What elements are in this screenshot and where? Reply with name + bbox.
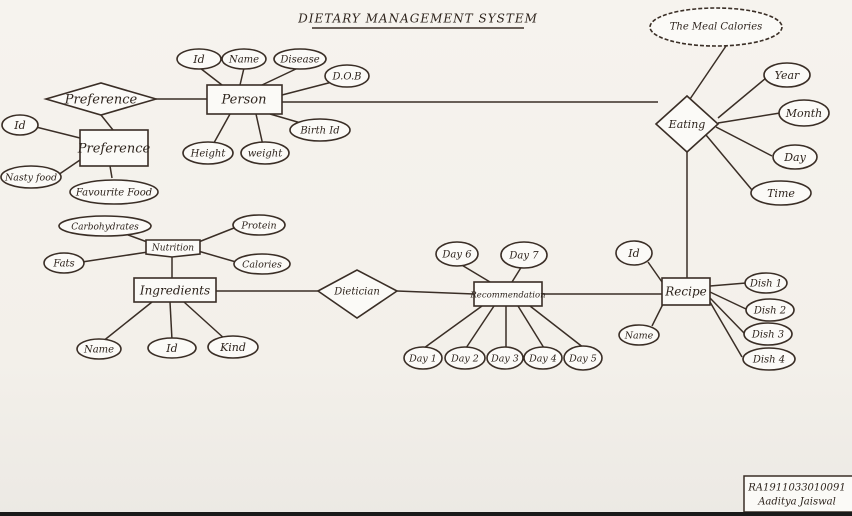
attr-rec-day3[interactable]: Day 3 bbox=[486, 346, 524, 370]
attr-eat-month[interactable]: Month bbox=[778, 99, 830, 127]
attr-recipe-dish2-label: Dish 2 bbox=[753, 306, 786, 317]
attr-person-id[interactable]: Id bbox=[176, 48, 222, 70]
relationship-nutrition-label: Nutrition bbox=[151, 244, 194, 254]
attr-recipe-name[interactable]: Name bbox=[618, 324, 660, 346]
relationship-dietician[interactable]: Dietician bbox=[316, 269, 399, 319]
attr-rec-day5[interactable]: Day 5 bbox=[563, 345, 603, 371]
attr-pref-favourite-food-label: Favourite Food bbox=[75, 188, 152, 199]
signature-roll-number: RA1911033010091 bbox=[747, 483, 845, 494]
attr-recipe-dish3-label: Dish 3 bbox=[751, 330, 784, 341]
attr-ing-kind[interactable]: Kind bbox=[207, 335, 259, 359]
attr-nut-carbohydrates-label: Carbohydrates bbox=[71, 223, 139, 233]
attr-recipe-id[interactable]: Id bbox=[615, 240, 653, 266]
attr-person-disease-label: Disease bbox=[279, 55, 319, 66]
attr-nut-protein[interactable]: Protein bbox=[232, 214, 286, 236]
relationship-preference-label: Preference bbox=[64, 93, 138, 108]
attr-person-weight[interactable]: weight bbox=[240, 141, 290, 165]
attr-ing-kind-label: Kind bbox=[219, 341, 246, 354]
entity-preference-label: Preference bbox=[77, 142, 151, 157]
attr-nut-carbohydrates[interactable]: Carbohydrates bbox=[58, 215, 152, 237]
attr-nut-fats-label: Fats bbox=[52, 259, 74, 270]
entity-recommendation-label: Recommendation bbox=[469, 291, 545, 301]
attr-person-birth-id-label: Birth Id bbox=[299, 126, 339, 137]
entity-preference[interactable]: Preference bbox=[77, 129, 151, 167]
attr-eat-month-label: Month bbox=[785, 107, 822, 120]
entity-recipe[interactable]: Recipe bbox=[661, 277, 711, 306]
attr-recipe-name-label: Name bbox=[624, 331, 654, 342]
attr-rec-day6-label: Day 6 bbox=[441, 250, 472, 261]
entity-recommendation[interactable]: Recommendation bbox=[469, 281, 546, 307]
diagram-title: DIETARY MANAGEMENT SYSTEM bbox=[297, 12, 538, 26]
attr-pref-favourite-food[interactable]: Favourite Food bbox=[69, 179, 159, 205]
entity-ingredients-label: Ingredients bbox=[139, 284, 210, 298]
signature-box: RA1911033010091 Aaditya Jaiswal bbox=[743, 475, 852, 513]
attr-pref-id-label: Id bbox=[13, 119, 25, 132]
attr-eat-day[interactable]: Day bbox=[772, 144, 818, 170]
entity-person[interactable]: Person bbox=[206, 84, 283, 115]
attr-recipe-dish2[interactable]: Dish 2 bbox=[745, 298, 795, 322]
attr-recipe-id-label: Id bbox=[627, 247, 639, 260]
attr-person-birth-id[interactable]: Birth Id bbox=[289, 118, 351, 142]
relationship-dietician-label: Dietician bbox=[333, 287, 380, 298]
attr-person-weight-label: weight bbox=[248, 149, 284, 160]
attr-ing-id-label: Id bbox=[165, 342, 177, 355]
attr-eat-year[interactable]: Year bbox=[763, 62, 811, 88]
attr-nut-calories[interactable]: Calories bbox=[233, 253, 291, 275]
attr-rec-day1[interactable]: Day 1 bbox=[403, 346, 443, 370]
attr-pref-id[interactable]: Id bbox=[1, 114, 39, 136]
relationship-preference[interactable]: Preference bbox=[43, 82, 159, 116]
attr-rec-day3-label: Day 3 bbox=[490, 354, 519, 365]
entity-person-label: Person bbox=[221, 93, 267, 108]
attr-pref-nasty-food[interactable]: Nasty food bbox=[0, 165, 62, 189]
attr-rec-day6[interactable]: Day 6 bbox=[435, 241, 479, 267]
attr-person-dob[interactable]: D.O.B bbox=[324, 64, 370, 88]
attr-ing-name-label: Name bbox=[83, 345, 114, 356]
attr-recipe-dish1-label: Dish 1 bbox=[749, 279, 782, 290]
attr-person-name[interactable]: Name bbox=[221, 48, 267, 70]
attr-meal-calories[interactable]: The Meal Calories bbox=[649, 7, 783, 47]
attr-rec-day2-label: Day 2 bbox=[450, 354, 479, 365]
bottom-border bbox=[0, 512, 852, 516]
attr-person-disease[interactable]: Disease bbox=[273, 48, 327, 70]
entity-ingredients[interactable]: Ingredients bbox=[133, 277, 217, 303]
attr-recipe-dish4-label: Dish 4 bbox=[752, 355, 785, 366]
attr-rec-day4[interactable]: Day 4 bbox=[523, 346, 563, 370]
attr-ing-id[interactable]: Id bbox=[147, 337, 197, 359]
relationship-nutrition[interactable]: Nutrition bbox=[145, 239, 201, 258]
attr-rec-day5-label: Day 5 bbox=[568, 354, 597, 365]
attr-person-dob-label: D.O.B bbox=[332, 72, 362, 83]
attr-rec-day4-label: Day 4 bbox=[528, 354, 557, 365]
attr-meal-calories-label: The Meal Calories bbox=[670, 22, 763, 33]
attr-person-name-label: Name bbox=[228, 55, 259, 66]
relationship-eating[interactable]: Eating bbox=[654, 94, 720, 154]
attr-eat-year-label: Year bbox=[775, 69, 800, 82]
attr-nut-protein-label: Protein bbox=[240, 221, 276, 232]
attr-recipe-dish3[interactable]: Dish 3 bbox=[743, 322, 793, 346]
attr-eat-day-label: Day bbox=[783, 151, 806, 164]
attr-eat-time[interactable]: Time bbox=[750, 180, 812, 206]
attr-pref-nasty-food-label: Nasty food bbox=[4, 173, 57, 184]
connectors bbox=[35, 45, 781, 358]
entity-recipe-label: Recipe bbox=[664, 285, 706, 299]
attr-nut-calories-label: Calories bbox=[242, 260, 282, 271]
attr-recipe-dish4[interactable]: Dish 4 bbox=[742, 347, 796, 371]
attr-eat-time-label: Time bbox=[767, 187, 795, 200]
attr-rec-day2[interactable]: Day 2 bbox=[444, 346, 486, 370]
attr-person-id-label: Id bbox=[192, 53, 204, 66]
attr-person-height[interactable]: Height bbox=[182, 141, 234, 165]
attr-person-height-label: Height bbox=[190, 149, 227, 160]
attr-rec-day7-label: Day 7 bbox=[508, 251, 539, 262]
attr-ing-name[interactable]: Name bbox=[76, 338, 122, 360]
attr-rec-day1-label: Day 1 bbox=[408, 354, 437, 365]
signature-name: Aaditya Jaiswal bbox=[757, 497, 836, 508]
attr-rec-day7[interactable]: Day 7 bbox=[500, 241, 548, 269]
relationship-eating-label: Eating bbox=[668, 118, 706, 131]
attr-nut-fats[interactable]: Fats bbox=[43, 252, 85, 274]
attr-recipe-dish1[interactable]: Dish 1 bbox=[744, 272, 788, 294]
